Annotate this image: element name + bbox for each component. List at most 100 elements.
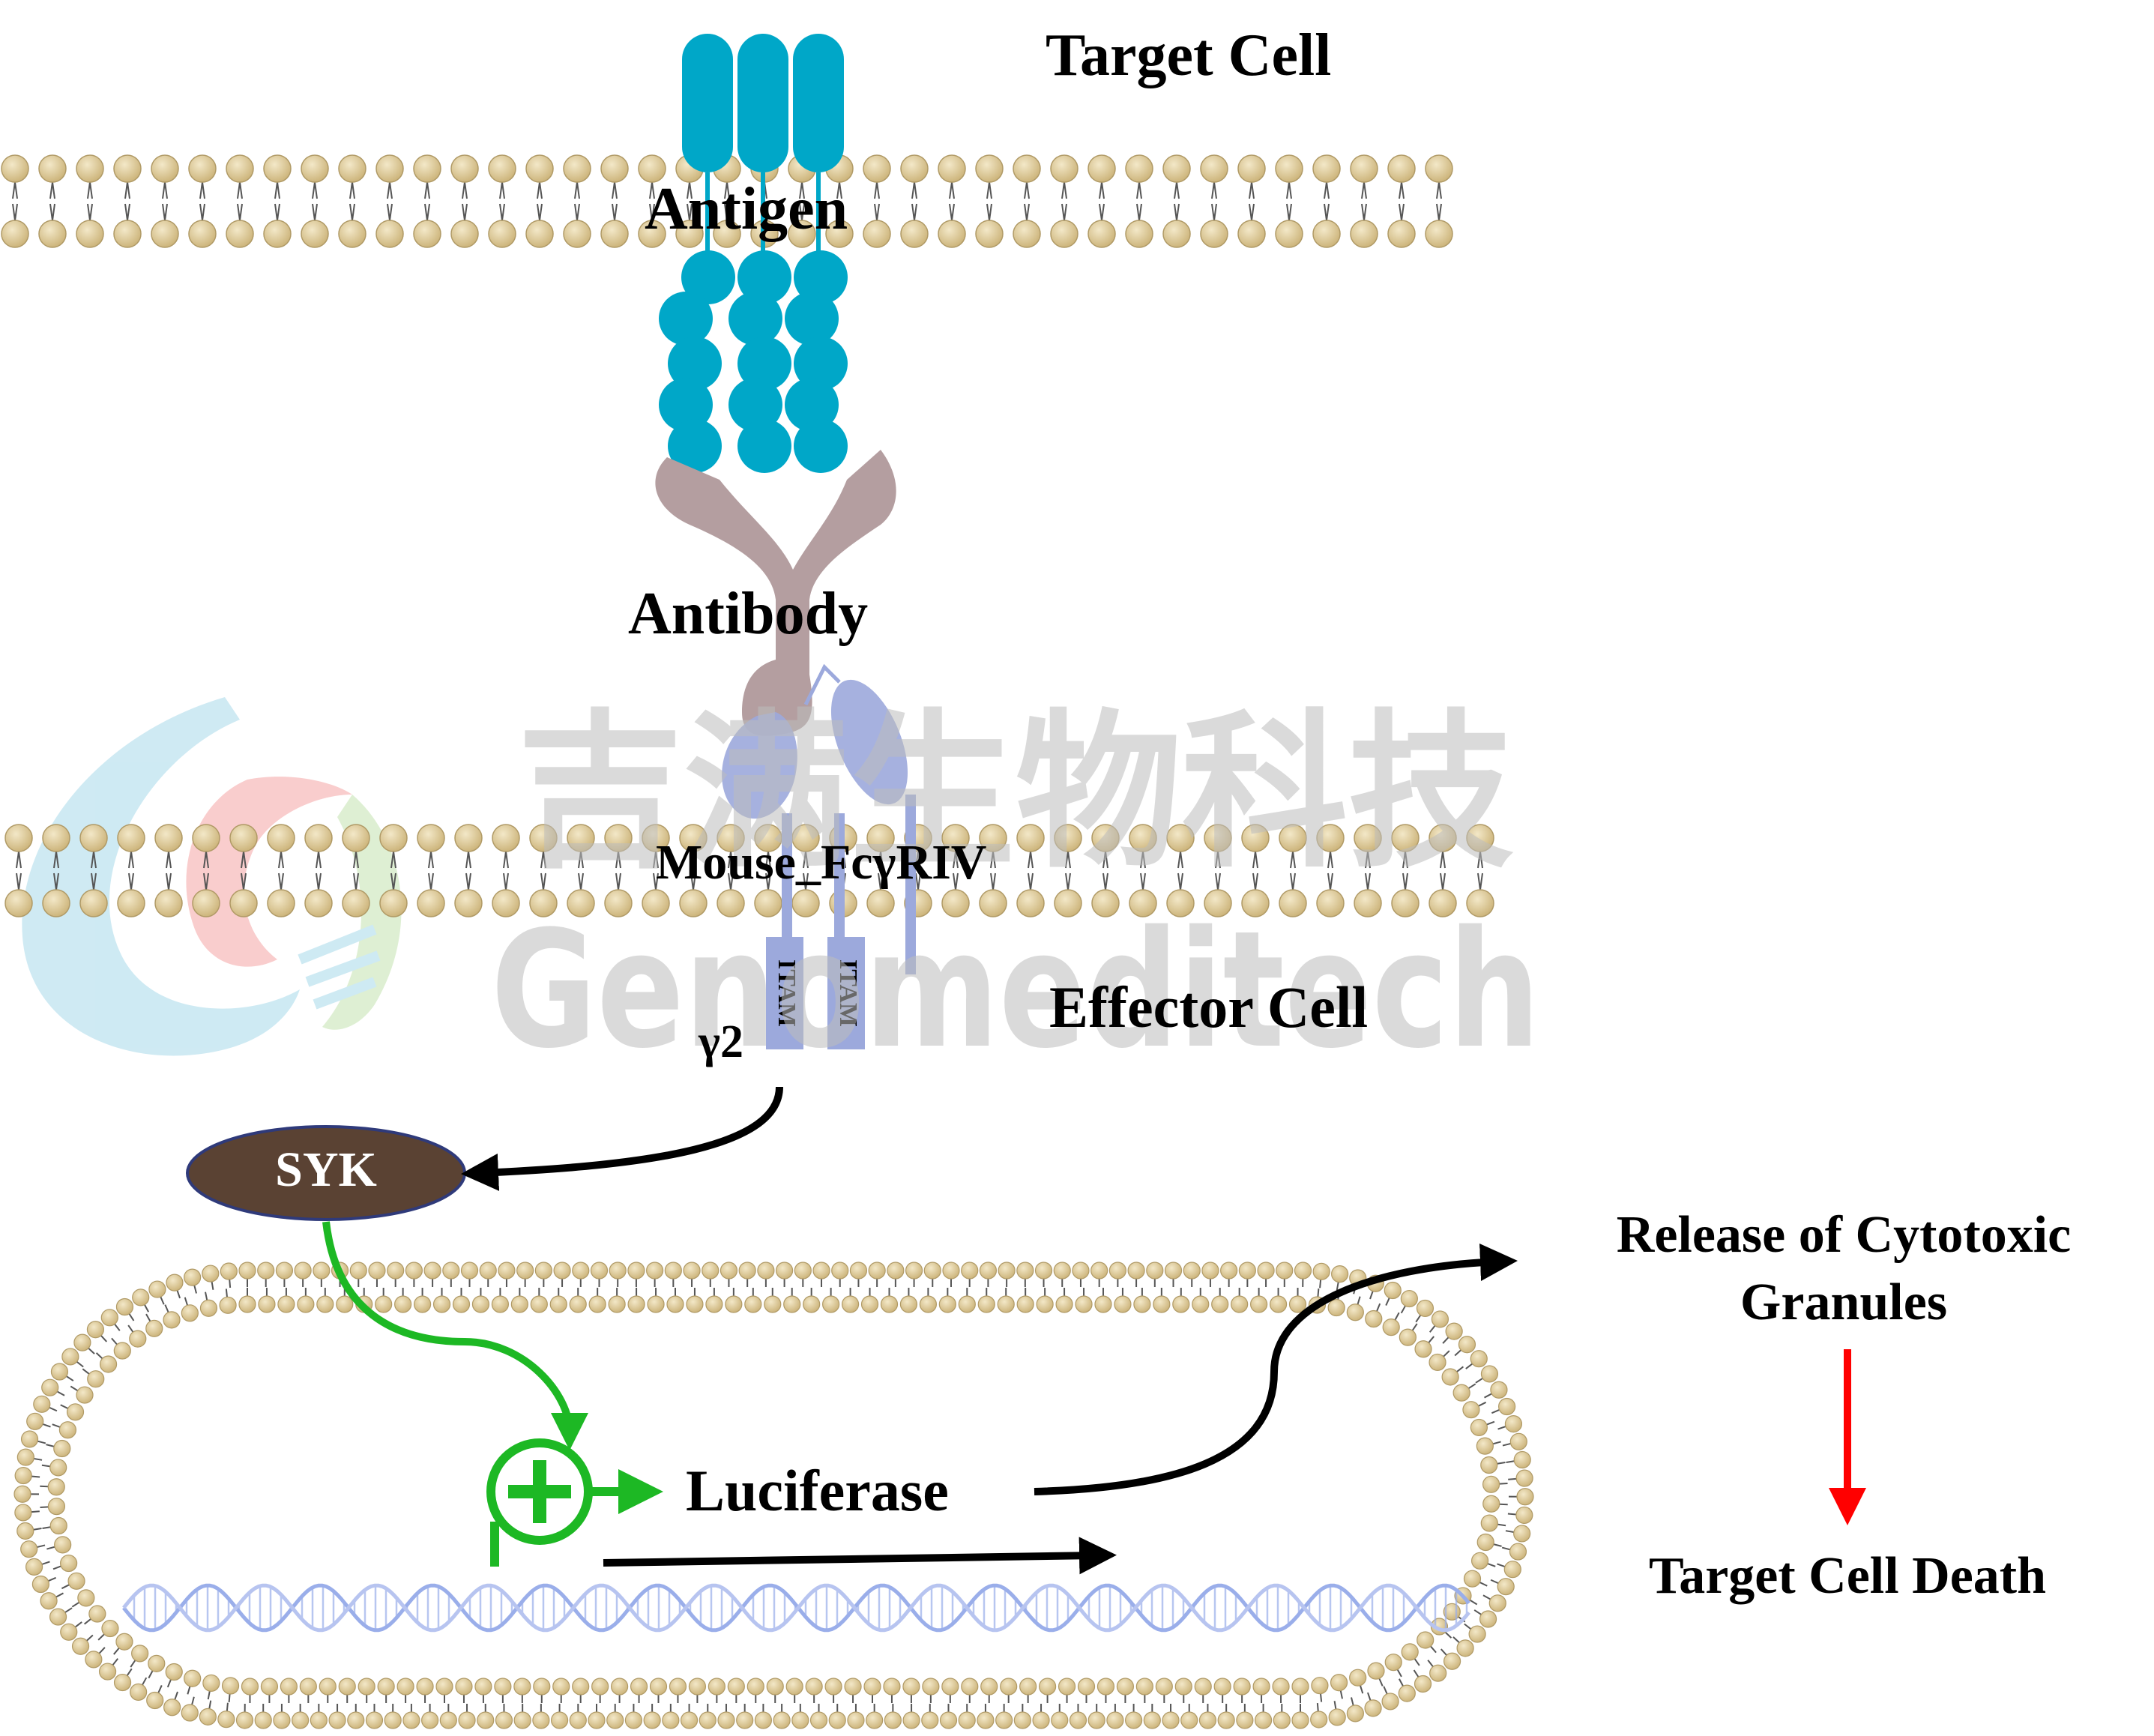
lipid-head (1350, 1669, 1366, 1686)
lipid-head (184, 1670, 201, 1687)
lipid-head (366, 1712, 382, 1729)
lipid-head (102, 1621, 118, 1637)
lipid-head (376, 155, 403, 182)
lipid-head (1097, 1678, 1114, 1695)
lipid-head (976, 155, 1003, 182)
lipid-head (101, 1309, 118, 1326)
lipid-head (706, 1296, 722, 1312)
lipid-head (1351, 155, 1378, 182)
lipid-head (631, 1678, 648, 1695)
lipid-tail (1252, 204, 1254, 220)
lipid-head (573, 1678, 589, 1695)
lipid-head (472, 1296, 489, 1312)
lipid-head (1313, 1263, 1330, 1280)
lipid-head (699, 1712, 716, 1729)
lipid-head (1238, 155, 1265, 182)
lipid-head (268, 825, 295, 852)
lipid-tail (19, 873, 21, 890)
lipid-head (343, 890, 369, 917)
lipid-tail (319, 873, 321, 890)
lipid-head (199, 1708, 216, 1725)
lipid-head (405, 1262, 422, 1279)
watermark-latin: Genomeditech (491, 896, 1540, 1084)
lipid-head (863, 155, 890, 182)
lipid-head (417, 1678, 433, 1695)
lipid-head (1076, 1296, 1092, 1312)
lipid-head (166, 1274, 183, 1291)
label-target-cell-death: Target Cell Death (1649, 1547, 2046, 1605)
lipid-head (462, 1262, 478, 1279)
lipid-head (114, 155, 141, 182)
lipid-tail (952, 204, 954, 220)
lipid-head (920, 1296, 936, 1312)
lipid-head (1192, 1296, 1209, 1312)
lipid-head (1388, 155, 1415, 182)
lipid-tail (169, 852, 171, 868)
lipid-head (601, 155, 628, 182)
lipid-head (181, 1705, 198, 1721)
lipid-head (1126, 220, 1153, 247)
lipid-head (869, 1262, 885, 1279)
lipid-tail (427, 182, 429, 199)
lipid-head (378, 1678, 394, 1695)
lipid-head (1347, 1304, 1363, 1321)
lipid-head (155, 825, 182, 852)
lipid-tail (127, 182, 130, 199)
lipid-head (414, 220, 441, 247)
lipid-head (1516, 1470, 1533, 1486)
lipid-head (514, 1712, 531, 1729)
lipid-tail (165, 204, 167, 220)
lipid-head (1499, 1399, 1515, 1415)
promoter-activator (491, 1443, 641, 1567)
lipid-head (1366, 1310, 1382, 1327)
lipid-head (550, 1296, 567, 1312)
lipid-head (48, 1479, 64, 1495)
lipid-head (276, 1262, 292, 1279)
lipid-head (1, 155, 28, 182)
lipid-head (998, 1296, 1014, 1312)
lipid-head (130, 1330, 146, 1347)
lipid-head (78, 1590, 94, 1606)
lipid-head (1231, 1296, 1248, 1312)
lipid-head (100, 1356, 117, 1372)
lipid-head (50, 1609, 67, 1625)
lipid-head (230, 825, 257, 852)
lipid-head (358, 1678, 375, 1695)
lipid-head (1292, 1678, 1309, 1695)
lipid-head (237, 1712, 253, 1729)
lipid-tail (1289, 204, 1291, 220)
lipid-head (1497, 1579, 1514, 1595)
lipid-head (1480, 1611, 1497, 1627)
watermark-text: 吉满生物科技 Genomeditech (491, 695, 1540, 1084)
lipid-head (80, 825, 107, 852)
lipid-head (1273, 1712, 1290, 1729)
lipid-tail (1139, 204, 1141, 220)
lipid-head (34, 1396, 50, 1412)
lipid-head (900, 1296, 917, 1312)
lipid-head (1054, 1262, 1070, 1279)
lipid-head (218, 1711, 235, 1728)
lipid-head (552, 1712, 568, 1729)
lipid-head (1489, 1595, 1506, 1612)
lipid-head (76, 1387, 93, 1403)
lipid-head (14, 1486, 31, 1502)
lipid-head (1388, 220, 1415, 247)
lipid-tail (90, 182, 92, 199)
lipid-head (887, 1262, 904, 1279)
lipid-head (339, 155, 366, 182)
antigen-extracellular-domain (682, 34, 844, 172)
lipid-head (1128, 1262, 1144, 1279)
lipid-head (764, 1296, 781, 1312)
lipid-head (220, 1263, 237, 1280)
lipid-head (414, 155, 441, 182)
lipid-head (813, 1262, 830, 1279)
lipid-head (163, 1312, 180, 1328)
lipid-head (1365, 1700, 1381, 1717)
lipid-head (1059, 1678, 1076, 1695)
lipid-head (1270, 1296, 1287, 1312)
lipid-head (43, 890, 70, 917)
label-release-line1: Release of Cytotoxic (1617, 1206, 2071, 1264)
lipid-head (881, 1296, 897, 1312)
lipid-head (647, 1262, 663, 1279)
